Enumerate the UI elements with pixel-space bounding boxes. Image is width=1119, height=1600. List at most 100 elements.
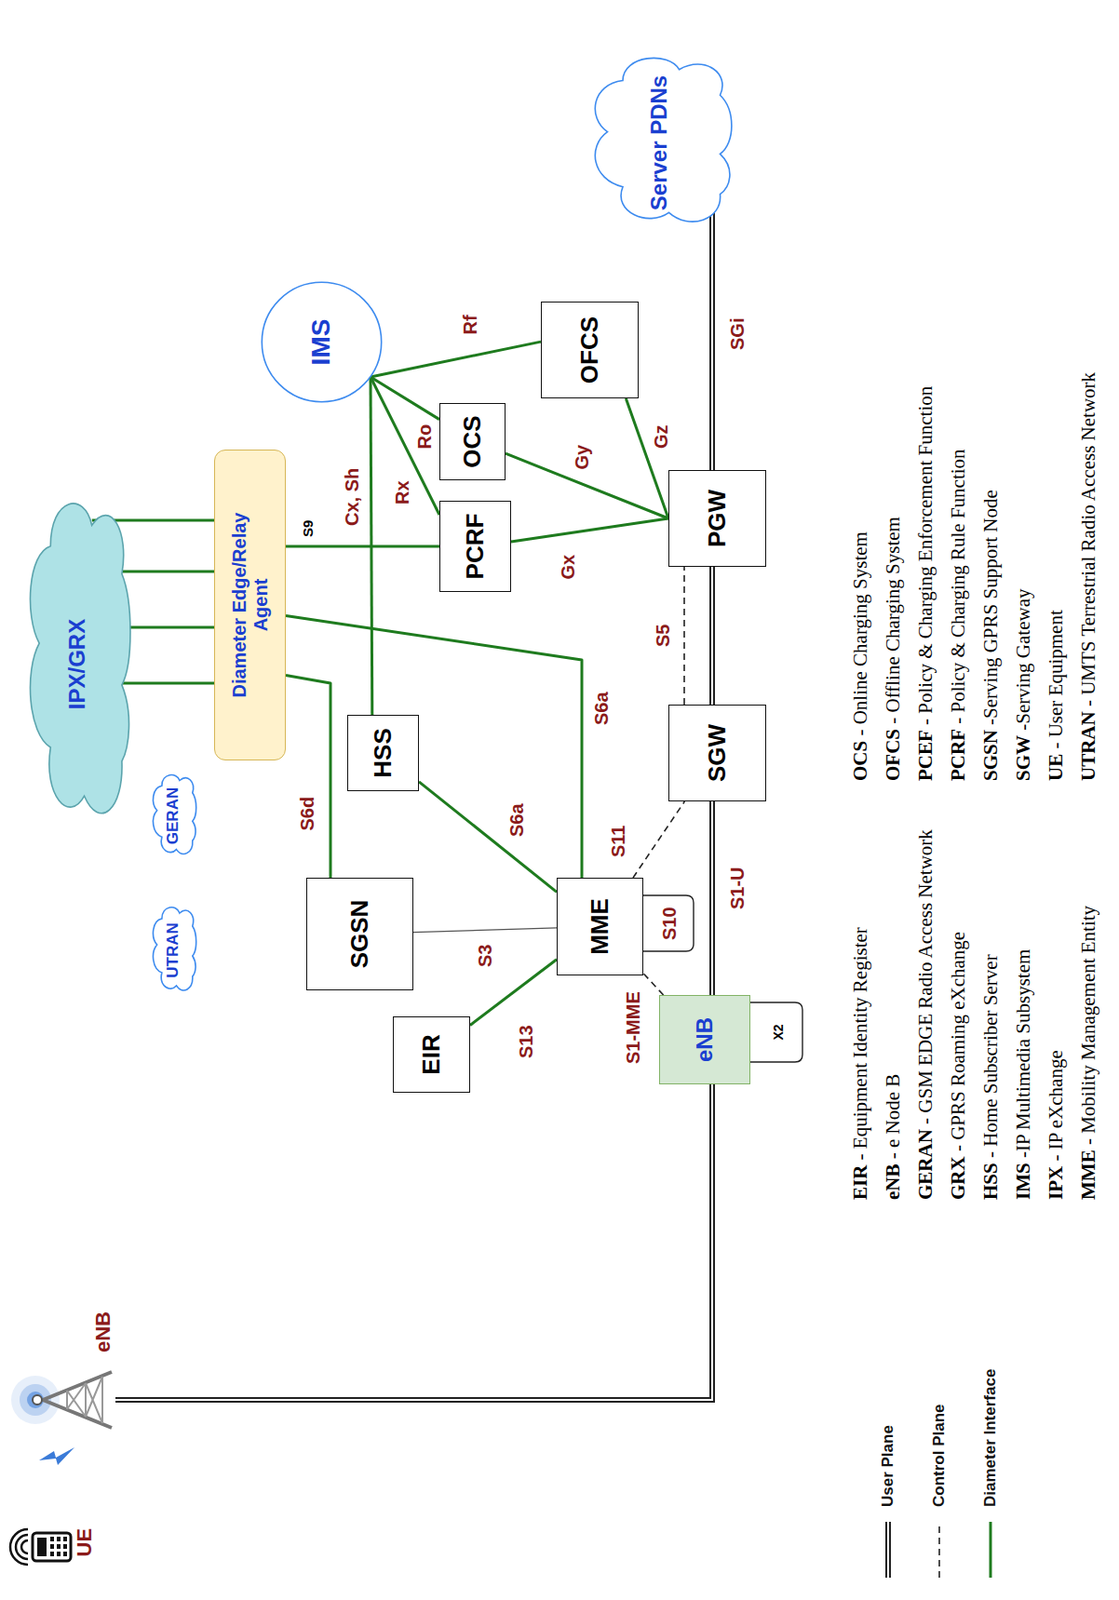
abbreviation-entry: OFCS - Offline Charging System (881, 516, 904, 782)
abbreviation-entry: HSS - Home Subscriber Server (979, 954, 1002, 1200)
interface-label: X2 (770, 1022, 786, 1042)
user-plane-outer (709, 182, 715, 471)
node-label: IPX/GRX (64, 619, 91, 710)
control-plane-link (643, 973, 664, 996)
tower-lattice (67, 1376, 103, 1424)
diameter-line (370, 377, 440, 515)
diameter-link (418, 781, 557, 893)
interface-label: Cx, Sh (341, 466, 364, 528)
node-label: HSS (369, 728, 398, 778)
phone-screen (37, 1537, 47, 1557)
user-plane-inner (115, 1084, 713, 1401)
abbreviation-term: PCEF (914, 729, 937, 782)
phone-key (56, 1536, 61, 1542)
cloud-shape (29, 503, 130, 814)
diameter-line (285, 675, 331, 879)
abbreviation-entry: GRX - GPRS Roaming eXchange (946, 931, 970, 1200)
user-plane-inner (711, 801, 714, 996)
node-label: UTRAN (163, 922, 183, 979)
interface-label: S1-U (727, 864, 749, 912)
diameter-link (121, 683, 216, 685)
enodeb-site-label: eNB (91, 1311, 115, 1353)
signal-wave (21, 1540, 28, 1554)
phone-key (50, 1536, 54, 1542)
user-plane-outer (709, 566, 715, 705)
user-plane-link (712, 182, 714, 471)
legend-sample (989, 1522, 993, 1578)
cloud-shape (153, 907, 197, 991)
interface-label: Gx (557, 552, 580, 582)
legend-sample-inner (887, 1522, 890, 1578)
interface-label: S1-MME (622, 989, 645, 1066)
eir-box: EIR (392, 1016, 471, 1093)
abbreviation-term: SGW (1011, 735, 1035, 782)
interface-label: SGi (727, 316, 749, 352)
ims-circle: IMS (260, 281, 383, 404)
abbreviation-term: GRX (946, 1156, 970, 1200)
abbreviation-entry: UE - User Equipment (1044, 609, 1067, 782)
user-plane-inner (711, 566, 714, 705)
user-plane-link (712, 801, 714, 996)
node-label: MME (586, 898, 615, 956)
radio-user-plane-line (115, 1084, 713, 1401)
diameter-link (370, 377, 373, 715)
legend-label: User Plane (878, 1425, 898, 1508)
abbreviation-term: IMS (1011, 1162, 1035, 1200)
mme-box: MME (556, 877, 644, 976)
phone-key (56, 1551, 61, 1557)
node-label: eNB (691, 1017, 718, 1063)
abbreviation-term: UTRAN (1077, 711, 1100, 782)
radio-link-bolt (39, 1447, 75, 1466)
abbreviation-entry: SGW -Serving Gateway (1011, 589, 1035, 782)
interface-label: Gy (571, 443, 594, 472)
geran-cloud: GERAN (148, 771, 198, 861)
diameter-link (370, 341, 541, 378)
diameter-line (625, 398, 669, 519)
abbreviation-entry: eNB - e Node B (881, 1074, 904, 1200)
utran-cloud: UTRAN (148, 903, 198, 998)
abbreviation-entry: MME - Mobility Management Entity (1077, 905, 1100, 1200)
sgw-box: SGW (668, 704, 767, 802)
node-label: GERAN (163, 787, 183, 845)
interface-label: Ro (414, 422, 436, 452)
legend-label: Control Plane (930, 1403, 949, 1508)
abbreviation-entry: OCS - Online Charging System (849, 531, 872, 782)
phone-key (56, 1544, 61, 1550)
abbreviation-entry: PCRF - Policy & Charging Rule Function (946, 448, 970, 782)
diameter-link (470, 959, 557, 1026)
abbreviation-entry: PCEF - Policy & Charging Enforcement Fun… (914, 386, 937, 782)
phone-body (32, 1533, 71, 1562)
abbreviation-entry: IPX - IP eXchange (1044, 1050, 1067, 1200)
control-plane-line (683, 566, 686, 705)
node-label: IMS (306, 319, 337, 366)
loop-line (750, 1002, 803, 1063)
abbreviation-entry: UTRAN - UMTS Terrestrial Radio Access Ne… (1077, 372, 1100, 782)
diameter-line (285, 616, 582, 879)
interface-loop (643, 895, 694, 952)
control-plane-line (643, 973, 664, 996)
diameter-line (121, 682, 216, 686)
node-label: SGSN (346, 900, 375, 970)
abbreviation-term: IPX (1044, 1166, 1067, 1200)
user-plane-outer (709, 801, 715, 996)
interface-label: S13 (515, 1023, 538, 1061)
interface-label: S5 (652, 622, 675, 649)
interface-link (413, 928, 557, 933)
interface-label: S11 (607, 823, 630, 860)
user-plane-link (712, 566, 714, 705)
legend-sample-outer (885, 1522, 891, 1578)
abbreviation-term: PCRF (946, 728, 970, 782)
legend-sample (938, 1522, 941, 1578)
diameter-agent-box: Diameter Edge/Relay Agent (214, 449, 286, 761)
interface-label: Gz (650, 422, 673, 451)
diameter-link (285, 546, 440, 548)
server-pdns-cloud: Server PDNs (581, 51, 736, 235)
cloud-shape (153, 775, 197, 855)
abbreviation-term: EIR (849, 1165, 872, 1200)
abbreviation-term: SGSN (979, 729, 1002, 782)
pcrf-box: PCRF (439, 500, 512, 593)
diameter-line (370, 377, 440, 420)
interface-label: S10 (659, 904, 681, 943)
user-plane-outer (115, 1084, 713, 1401)
phone-key (50, 1544, 54, 1550)
